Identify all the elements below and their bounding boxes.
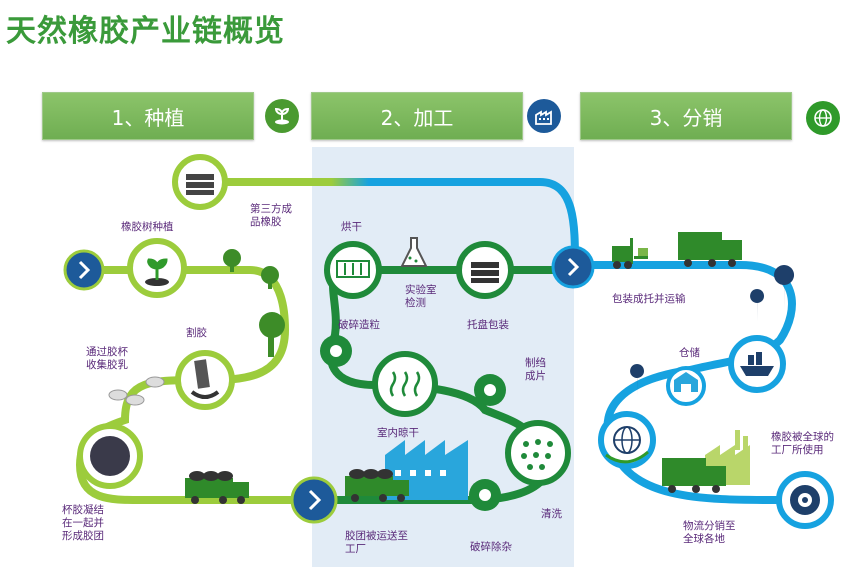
flask-icon bbox=[400, 237, 428, 267]
label-pallet-ship: 包装成托并运输 bbox=[612, 293, 686, 305]
stage-processing: 2、加工 bbox=[311, 92, 523, 140]
stack-icon bbox=[186, 174, 214, 195]
seedling-icon bbox=[145, 258, 169, 286]
label-lab: 实验室 检测 bbox=[405, 284, 437, 309]
page-title: 天然橡胶产业链概览 bbox=[6, 14, 285, 49]
warehouse-icon bbox=[674, 372, 698, 392]
label-distribution: 物流分销至 全球各地 bbox=[683, 520, 736, 545]
factory-icon bbox=[527, 99, 561, 133]
distribution-chevron-node bbox=[551, 245, 595, 289]
label-cup-collect: 通过胶杯 收集胶乳 bbox=[86, 346, 128, 371]
label-washing: 清洗 bbox=[541, 508, 562, 520]
drops-icon bbox=[521, 439, 553, 470]
truck-icon bbox=[185, 471, 249, 504]
stage-planting: 1、种植 bbox=[42, 92, 254, 140]
truck-icon bbox=[345, 469, 409, 502]
stage-distribution: 3、分销 bbox=[580, 92, 792, 140]
ship-icon bbox=[740, 352, 774, 376]
rubber-lump-icon bbox=[90, 436, 130, 476]
label-crush-granulate: 破碎造粒 bbox=[338, 319, 380, 331]
label-global-factory: 橡胶被全球的 工厂所使用 bbox=[771, 431, 834, 456]
seedling-icon bbox=[265, 99, 299, 133]
label-third-party: 第三方成 品橡胶 bbox=[250, 203, 292, 228]
tree-icon bbox=[223, 249, 285, 357]
label-indoor-dry: 室内晾干 bbox=[377, 427, 419, 439]
truck-icon bbox=[662, 458, 726, 493]
waves-icon bbox=[389, 371, 421, 397]
start-chevron-node bbox=[63, 249, 105, 291]
label-drying: 烘干 bbox=[341, 221, 362, 233]
tire-icon bbox=[790, 485, 820, 515]
label-tapping: 割胶 bbox=[186, 327, 207, 339]
label-coagulate: 杯胶凝结 在一起并 形成胶团 bbox=[62, 504, 104, 542]
label-storage: 仓储 bbox=[679, 347, 700, 359]
globe-icon bbox=[806, 101, 840, 135]
tapping-icon bbox=[190, 359, 220, 399]
label-plantation: 橡胶树种植 bbox=[121, 221, 174, 233]
chevron-right-icon bbox=[78, 260, 91, 280]
location-pin-icon bbox=[630, 265, 795, 396]
forklift-icon bbox=[612, 238, 648, 269]
truck-icon bbox=[678, 232, 742, 267]
processing-chevron-node bbox=[290, 476, 338, 524]
label-transport-factory: 胶团被运送至 工厂 bbox=[345, 530, 408, 555]
cup-icon bbox=[108, 376, 165, 406]
globe-icon bbox=[605, 426, 649, 464]
label-pallet-pack: 托盘包装 bbox=[467, 319, 509, 331]
label-crush-clean: 破碎除杂 bbox=[470, 541, 512, 553]
stack-icon bbox=[471, 262, 499, 283]
label-sheeting: 制绉 成片 bbox=[525, 357, 546, 382]
